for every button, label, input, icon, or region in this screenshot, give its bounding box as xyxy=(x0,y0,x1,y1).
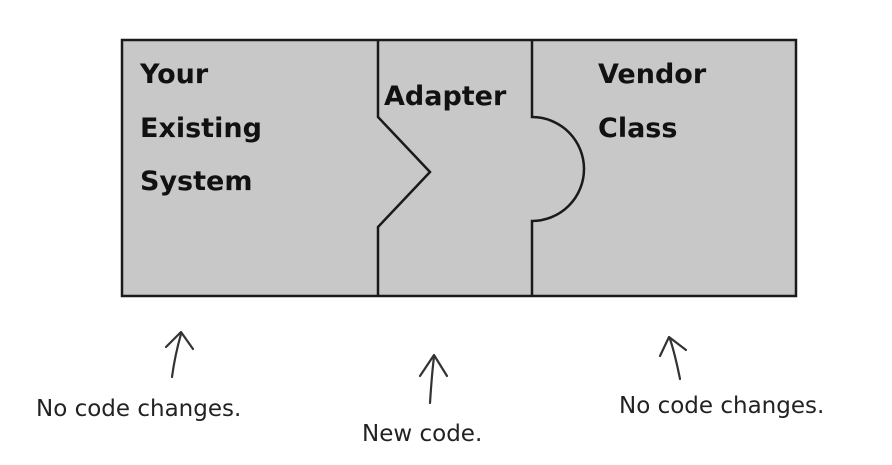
vendor-class-label-line-1: Vendor xyxy=(598,59,707,90)
adapter-box xyxy=(378,40,584,296)
existing-system-arrow-icon xyxy=(164,330,195,379)
vendor-class-box xyxy=(532,40,796,296)
adapter-arrow-icon xyxy=(418,353,449,405)
vendor-class-shape xyxy=(532,40,796,296)
existing-system-label: Your Existing System xyxy=(139,59,271,197)
existing-system-label-line-1: Your xyxy=(139,59,209,90)
adapter-right-divider xyxy=(530,40,586,296)
existing-system-label-line-3: System xyxy=(140,166,252,197)
outer-outline xyxy=(120,38,798,298)
adapter-label-line-1: Adapter xyxy=(384,81,507,112)
existing-system-label-line-2: Existing xyxy=(140,113,262,144)
existing-system-shape xyxy=(122,40,430,296)
adapter-caption: New code. xyxy=(362,421,482,447)
vendor-class-arrow-icon xyxy=(658,335,688,381)
adapter-shape xyxy=(378,40,584,296)
vendor-class-label-line-2: Class xyxy=(598,113,677,144)
existing-system-caption: No code changes. xyxy=(36,396,241,422)
vendor-class-caption: No code changes. xyxy=(619,393,824,419)
adapter-label: Adapter xyxy=(384,81,507,112)
adapter-left-divider xyxy=(376,40,432,296)
existing-system-box xyxy=(122,40,430,296)
vendor-class-label: Vendor Class xyxy=(598,59,716,144)
